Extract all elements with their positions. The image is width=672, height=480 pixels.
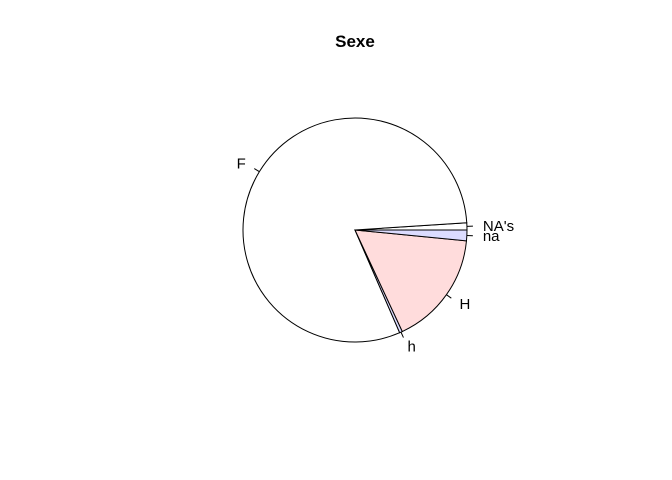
pie-label-h: H [459, 296, 470, 313]
pie-label-na: na [483, 228, 500, 245]
pie-slice-labels: NA's Fh Hna [237, 155, 515, 355]
pie-slice-na [354, 229, 468, 242]
pie-tick-f [254, 168, 260, 173]
chart-title: Sexe [335, 32, 375, 51]
pie-label-ticks [254, 168, 473, 338]
pie-label-nas: NA's [483, 218, 514, 235]
pie-label-f: F [237, 155, 246, 172]
pie-tick-h [400, 331, 404, 338]
pie-slices [242, 117, 468, 343]
pie-label-h: h [408, 339, 416, 356]
pie-tick-h [446, 294, 452, 299]
